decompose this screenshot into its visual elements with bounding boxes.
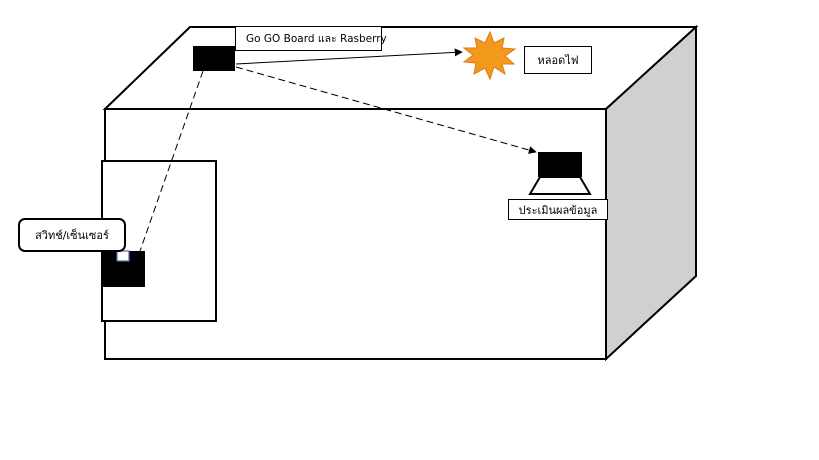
- lamp-label: หลอดไฟ: [524, 46, 592, 74]
- speaker-icon: [528, 152, 592, 195]
- board-label: Go GO Board และ Rasberry: [235, 26, 387, 51]
- connector-board-to-lamp: [235, 48, 463, 65]
- starburst-icon: [462, 30, 517, 81]
- switch-label: สวิทช์/เซ็นเซอร์: [18, 218, 126, 252]
- connector-board-to-switch: [139, 70, 204, 252]
- connector-board-to-speaker: [235, 66, 537, 154]
- switch-icon: [103, 250, 145, 287]
- speaker-label: ประเมินผลข้อมูล: [508, 199, 608, 220]
- board-icon: [193, 46, 235, 71]
